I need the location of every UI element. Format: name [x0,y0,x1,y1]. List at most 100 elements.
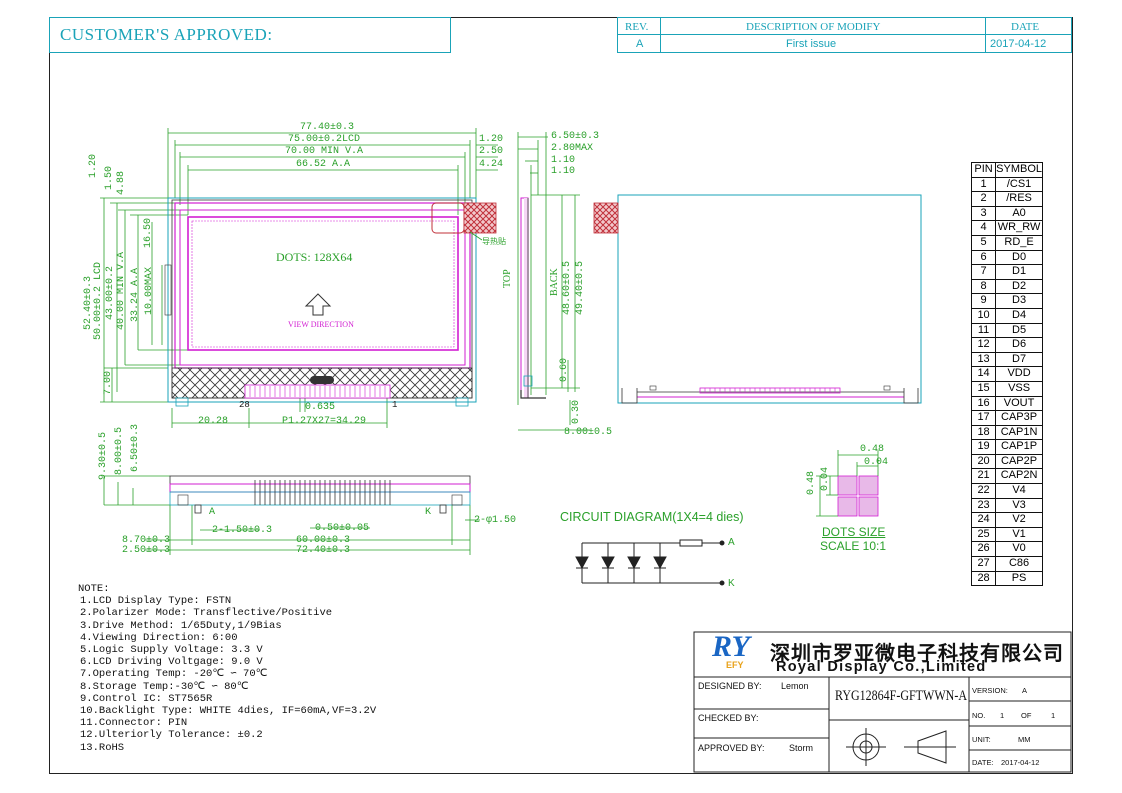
pin-row: 2/RES [970,191,1043,207]
pin-number: 16 [970,395,997,412]
note-item: 2.Polarizer Mode: Transflective/Positive [80,607,333,620]
side-dim-8-00: 8.00±0.5 [564,427,613,438]
pin-symbol: V0 [995,541,1043,558]
notes-title: NOTE: [78,583,110,595]
pin-symbol: D2 [995,278,1043,295]
unit-value: MM [1018,735,1031,744]
note-item: 4.Viewing Direction: 6:00 [80,631,238,644]
designed-by-value: Lemon [781,681,809,691]
side-view [517,132,590,431]
side-top-label: TOP [502,269,513,288]
unit-label: UNIT: [972,735,991,744]
side-back-label: BACK [549,268,560,296]
dim-66-52: 66.52 A.A [296,159,351,170]
note-item: 13.RoHS [80,741,125,754]
side-dim-2-80: 2.80MAX [551,143,594,154]
approved-by-label: APPROVED BY: [698,743,765,753]
pin-28-label: 28 [239,400,250,410]
dots-label: DOTS: 128X64 [276,250,353,264]
pin-row: 1/CS1 [970,176,1043,193]
logo-letters: RY [712,630,750,663]
pin-number: 4 [970,220,997,236]
customer-approved-box [49,17,451,53]
circuit-title: CIRCUIT DIAGRAM(1X4=4 dies) [560,510,744,524]
bottom-view [103,475,480,555]
note-item: 1.LCD Display Type: FSTN [80,595,232,608]
pin-number: 26 [970,541,997,558]
no-label: NO. [972,711,986,720]
bottom-dim-9-30: 9.30±0.5 [98,431,109,480]
bottom-dim-72-40: 72.40±0.3 [296,545,351,556]
pin-number: 23 [970,497,997,514]
pin-number: 25 [970,526,997,543]
dots-dim-0-04-top: 0.04 [864,457,889,468]
company-name-en: Royal Display Co.,Limited [776,659,987,675]
dim-0-635: 0.635 [305,402,336,413]
dots-size-diagram [816,450,879,517]
circuit-label-a: A [728,537,735,548]
bottom-dim-2-50: 2.50±0.3 [122,545,171,556]
note-item: 8.Storage Temp:-30℃ ∽ 80℃ [80,680,249,693]
dim-4-88: 4.88 [116,170,127,195]
note-item: 5.Logic Supply Voltage: 3.3 V [80,644,263,657]
rev-header: REV. [625,21,649,33]
pin-number: 15 [970,380,997,397]
pin-symbol: D5 [995,322,1043,339]
dots-dim-0-48-left: 0.48 [806,470,817,495]
bottom-dim-60-00: 60.00±0.3 [296,535,351,546]
pin-symbol: D4 [995,307,1043,324]
pin-symbol: CAP2P [995,453,1043,470]
circuit-diagram [575,539,725,586]
pin-1-label: 1 [392,400,398,410]
pin-number: 22 [970,483,997,499]
bottom-dim-8-70: 8.70±0.3 [122,535,171,546]
dim-75-00: 75.00±0.2LCD [288,134,361,145]
pin-symbol: V1 [995,526,1043,543]
circuit-label-k: K [728,578,735,589]
bottom-label-k: K [425,507,432,518]
bottom-dim-2-1-50: 2-1.50±0.3 [212,525,273,536]
date-value: 2017-04-12 [1001,758,1040,767]
bottom-dim-0-50: 0.50±0.05 [315,523,370,534]
pin-number: 6 [970,249,997,266]
part-number: RYG12864F-GFTWWN-A [835,688,967,704]
pin-symbol: V2 [995,512,1043,528]
designed-by-label: DESIGNED BY: [698,681,762,691]
side-dim-6-50: 6.50±0.3 [551,131,600,142]
pin-number: 2 [970,191,997,207]
desc-value: First issue [786,38,837,50]
pin-symbol: VSS [995,380,1043,397]
pin-symbol: WR_RW [995,220,1043,236]
dim-43-00: 43.00±0.2 [105,265,116,320]
bottom-dim-8-00: 8.00±0.5 [114,426,125,475]
dim-77-40: 77.40±0.3 [300,122,355,133]
side-dim-1-10b: 1.10 [551,166,576,177]
back-view [593,194,922,404]
pin-number: 14 [970,366,997,382]
pin-symbol: VDD [995,366,1043,382]
dots-size-scale: SCALE 10:1 [820,539,887,553]
pin-symbol: D7 [995,351,1043,368]
pin-number: 24 [970,512,997,528]
version-label: VERSION: [972,686,1008,695]
pin-number: 9 [970,293,997,309]
title-block [693,631,1072,773]
side-dim-49-40: 49.40±0.5 [575,260,586,315]
company-name-cn: 深圳市罗亚微电子科技有限公司 [770,643,1064,665]
pin-table-header: PIN SYMBOL [970,162,1043,178]
drawing-frame [49,17,1073,774]
